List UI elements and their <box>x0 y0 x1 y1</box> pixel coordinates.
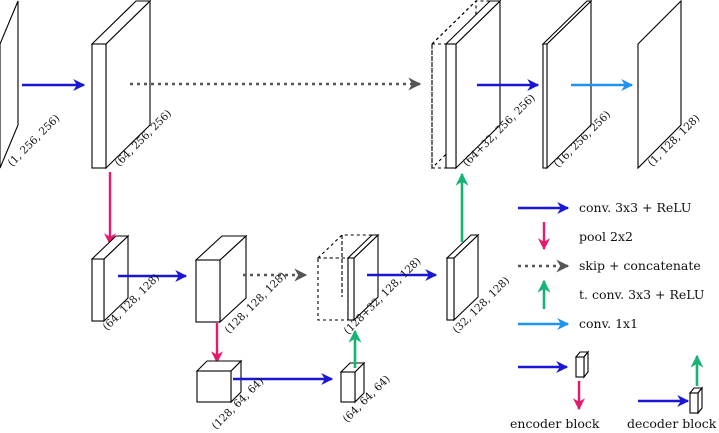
encoder-2b-block <box>194 234 248 324</box>
decoder-concat-2-block <box>316 233 380 322</box>
output-block <box>637 0 682 170</box>
legend-conv-label: conv. 3x3 + ReLU <box>579 200 691 215</box>
legend: conv. 3x3 + ReLU pool 2x2 skip + concate… <box>510 200 717 431</box>
decoder-conv-1-block <box>541 0 593 170</box>
decoder-2-block <box>445 233 480 322</box>
encoder-2-block <box>90 234 130 323</box>
legend-decoder-cube-icon <box>688 386 704 415</box>
legend-decoder-block-label: decoder block <box>627 416 717 431</box>
legend-conv1x1-label: conv. 1x1 <box>579 316 638 331</box>
legend-pool-label: pool 2x2 <box>579 229 633 244</box>
legend-encoder-cube-icon <box>574 350 590 379</box>
legend-skip-label: skip + concatenate <box>579 258 701 273</box>
legend-encoder-block-label: encoder block <box>510 416 600 431</box>
input-block <box>0 0 19 169</box>
upsample-block <box>339 361 366 404</box>
encoder-1-block <box>90 0 152 170</box>
bottleneck-block <box>195 359 243 404</box>
legend-tconv-label: t. conv. 3x3 + ReLU <box>579 287 704 302</box>
